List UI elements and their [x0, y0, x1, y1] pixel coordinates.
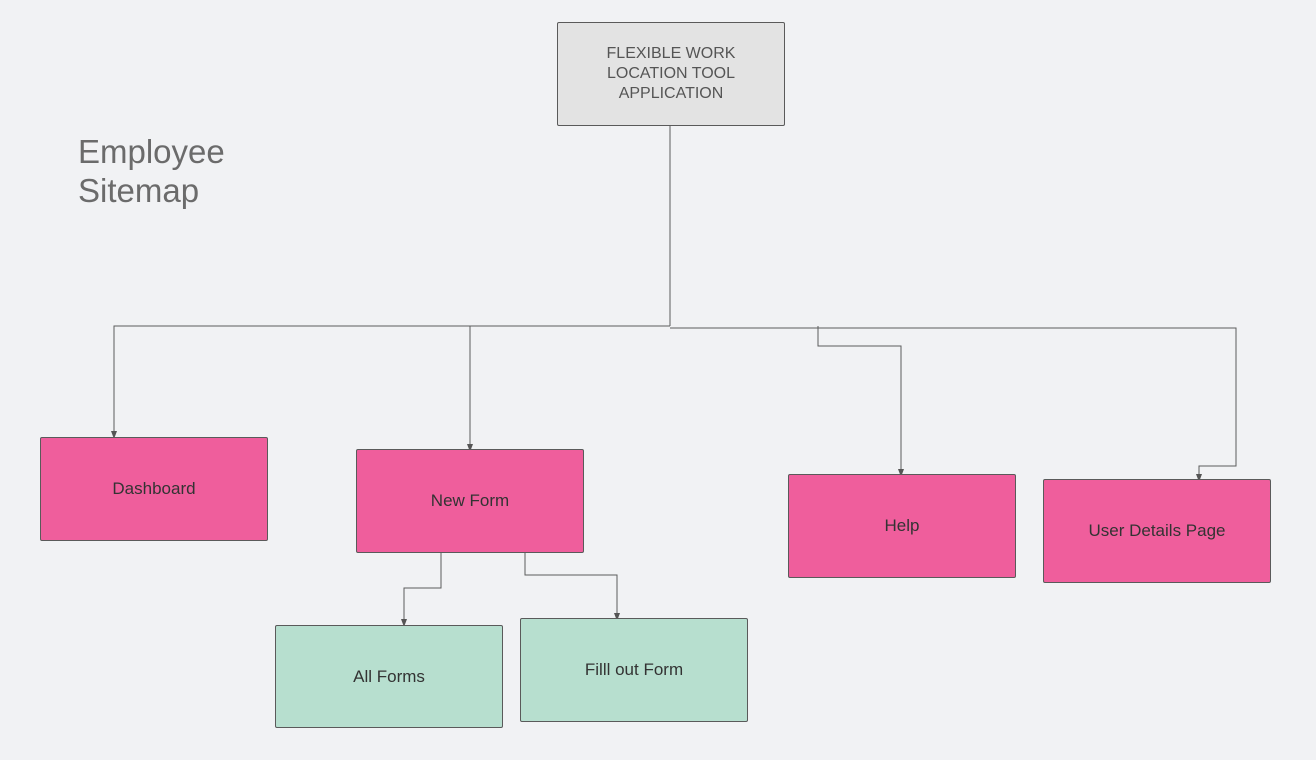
diagram-title-line-2: Sitemap — [78, 172, 200, 209]
page-node-help-label: Help — [884, 516, 920, 535]
sub-node-fill-out-form: Filll out Form — [520, 618, 748, 722]
connector-user-details — [670, 327, 1237, 482]
page-node-help: Help — [788, 474, 1016, 578]
page-node-new-form: New Form — [356, 449, 584, 553]
connector-dashboard — [111, 325, 670, 439]
connector-help — [817, 326, 904, 477]
sub-node-all-forms: All Forms — [275, 625, 503, 728]
sub-node-fill-out-form-label: Filll out Form — [584, 660, 684, 679]
root-node-label: FLEXIBLE WORK LOCATION TOOL APPLICATION — [606, 45, 736, 102]
page-node-user-details: User Details Page — [1043, 479, 1271, 583]
sub-node-all-forms-label: All Forms — [353, 666, 425, 686]
diagram-title: Employee Sitemap — [78, 132, 298, 210]
connector-all-forms — [401, 553, 442, 627]
page-node-new-form-label: New Form — [430, 491, 510, 510]
page-node-user-details-label: User Details Page — [1088, 521, 1226, 540]
page-node-dashboard: Dashboard — [40, 437, 268, 541]
page-node-dashboard-label: Dashboard — [112, 479, 196, 498]
connector-fill-out-form — [524, 553, 620, 621]
diagram-title-line-1: Employee — [78, 133, 225, 170]
root-node-app: FLEXIBLE WORK LOCATION TOOL APPLICATION — [557, 22, 785, 126]
